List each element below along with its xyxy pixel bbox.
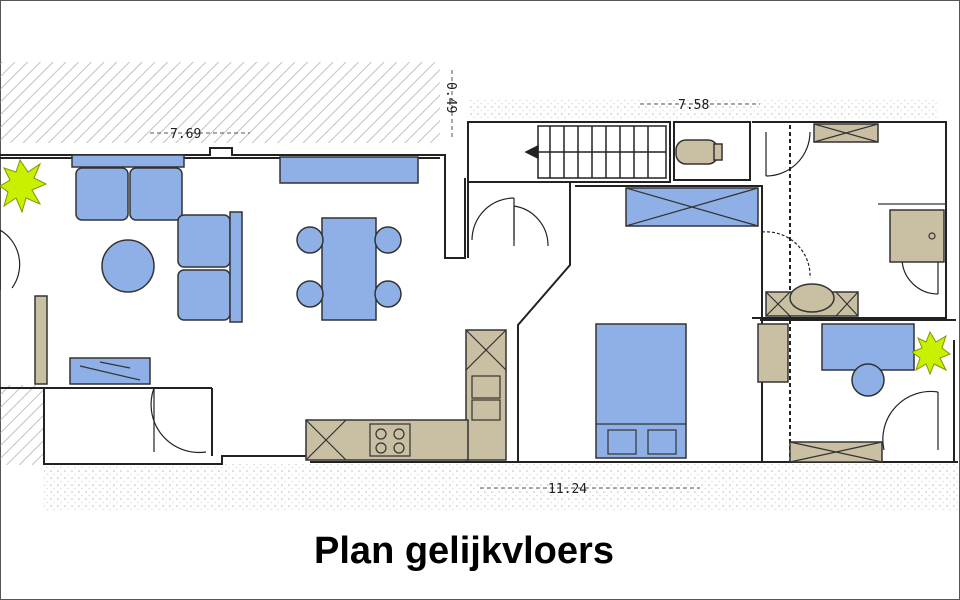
hatched-terrace [0, 62, 440, 143]
washbasin [789, 283, 835, 313]
sofa-back [229, 211, 243, 323]
dimension-right: 7.58 [640, 98, 760, 113]
armchair-left [75, 167, 129, 221]
fixture-details [305, 123, 946, 463]
speckled-ground [44, 464, 960, 510]
dining-chair [296, 280, 324, 308]
toilet-tank [713, 143, 723, 161]
speckled-top [468, 100, 938, 120]
armchair-right [129, 167, 183, 221]
dimension-offset: 0.49 [443, 70, 458, 140]
plant-icon [0, 158, 48, 214]
plant-icon [910, 330, 952, 376]
shower-tray [889, 209, 945, 263]
dining-table [321, 217, 377, 321]
coffee-table [101, 239, 155, 293]
tv-cabinet [279, 156, 419, 184]
dimension-offset-label: 0.49 [443, 82, 458, 113]
double-bed [595, 323, 687, 459]
study-desk [821, 323, 915, 371]
desk-chair [851, 363, 885, 397]
staircase [524, 125, 667, 179]
dining-chair [374, 280, 402, 308]
plants [0, 158, 952, 376]
dining-chair [374, 226, 402, 254]
toilet [675, 139, 719, 165]
dimension-total: 11.24 [480, 482, 700, 497]
doors [0, 131, 939, 454]
closet [757, 323, 789, 383]
sofa-seat-bottom [177, 269, 231, 321]
shelf [34, 295, 48, 385]
dimension-living: 7.69 [150, 127, 250, 142]
sofa-seat-top [177, 214, 231, 268]
dimension-living-label: 7.69 [170, 127, 201, 142]
sideboard [71, 154, 185, 168]
page-title: Plan gelijkvloers [314, 530, 614, 572]
dimension-total-label: 11.24 [548, 482, 587, 497]
stair-arrow-icon [524, 144, 539, 160]
kitchen-counter [305, 419, 469, 461]
bed-details [79, 187, 759, 455]
hatched-side [0, 385, 44, 465]
dining-chair [296, 226, 324, 254]
kitchen-tall-unit [465, 329, 507, 461]
furniture [69, 154, 915, 459]
dimension-right-label: 7.58 [678, 98, 709, 113]
